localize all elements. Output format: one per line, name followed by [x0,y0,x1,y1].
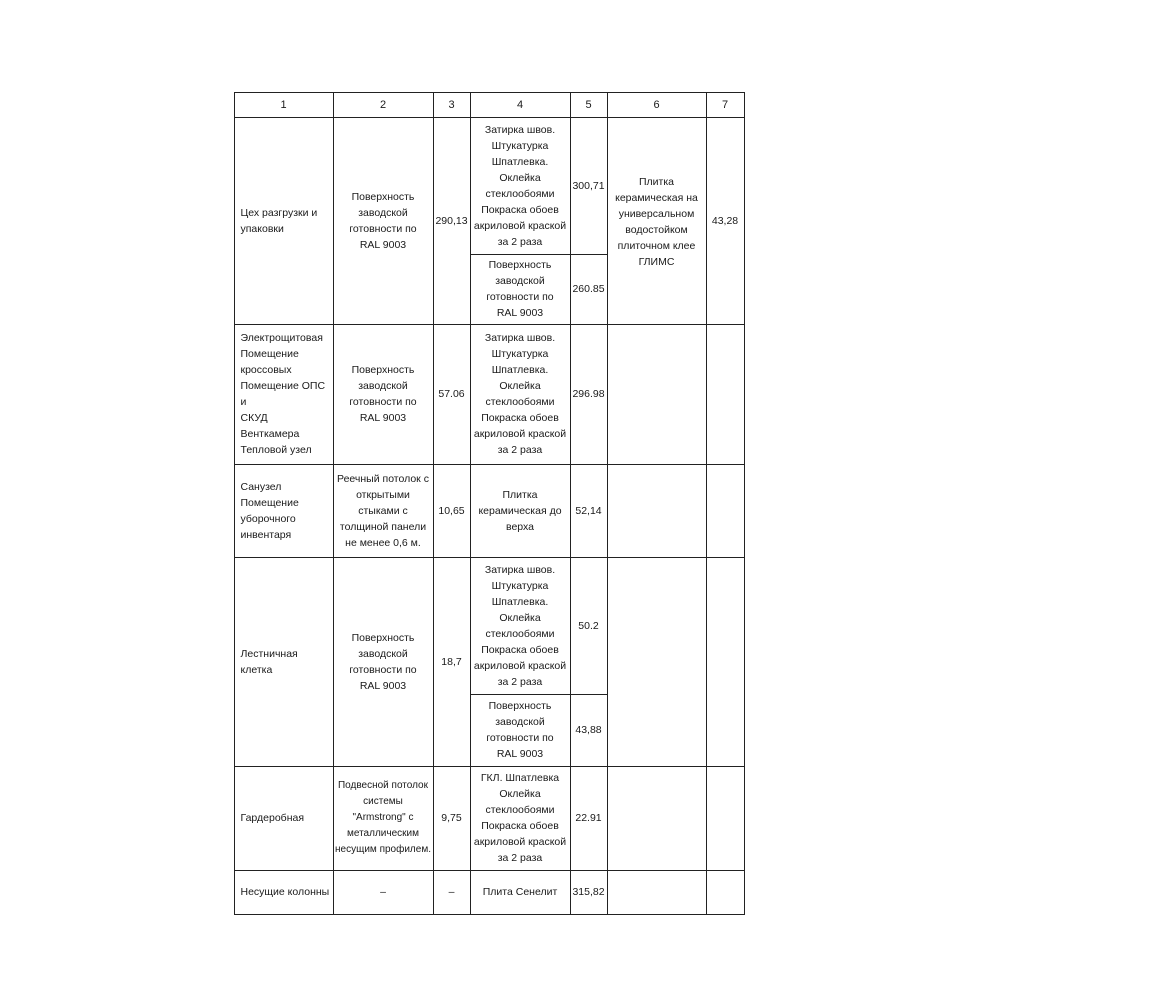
floor-finish-cell [606,463,707,558]
floor-finish-cell [606,869,707,915]
ceiling-area-cell: 57.06 [432,323,471,465]
room-name-cell: Лестничная клетка [233,556,334,767]
wall-area-cell: 50.2 [569,556,608,695]
floor-area-cell [705,556,745,767]
ceiling-finish-cell: Поверхность заводской готовности по RAL … [332,556,434,767]
room-name-cell: Электрощитовая Помещение кроссовых Помещ… [233,323,334,465]
wall-finish-cell: Плитка керамическая до верха [469,463,571,558]
room-name-cell: Цех разгрузки и упаковки [233,116,334,325]
header-col-3: 3 [432,91,471,118]
floor-finish-cell: Плитка керамическая на универсальном вод… [606,116,707,325]
header-col-5: 5 [569,91,608,118]
ceiling-area-cell: 18,7 [432,556,471,767]
wall-finish-cell: Поверхность заводской готовности по RAL … [469,693,571,767]
floor-area-cell [705,463,745,558]
floor-finish-cell [606,765,707,871]
wall-finish-cell: Плита Сенелит [469,869,571,915]
ceiling-finish-cell: Подвесной потолок системы "Armstrong" с … [332,765,434,871]
header-col-6: 6 [606,91,707,118]
ceiling-finish-cell: Поверхность заводской готовности по RAL … [332,116,434,325]
ceiling-area-cell: 290,13 [432,116,471,325]
ceiling-finish-cell: – [332,869,434,915]
wall-area-cell: 315,82 [569,869,608,915]
floor-area-cell [705,765,745,871]
header-col-4: 4 [469,91,571,118]
wall-area-cell: 260.85 [569,253,608,325]
ceiling-finish-cell: Поверхность заводской готовности по RAL … [332,323,434,465]
wall-area-cell: 43,88 [569,693,608,767]
floor-finish-cell [606,323,707,465]
wall-finish-cell: Затирка швов. Штукатурка Шпатлевка. Окле… [469,323,571,465]
floor-finish-cell [606,556,707,767]
floor-area-cell [705,869,745,915]
floor-area-cell [705,323,745,465]
header-col-2: 2 [332,91,434,118]
wall-finish-cell: Затирка швов. Штукатурка Шпатлевка. Окле… [469,116,571,255]
ceiling-area-cell: 10,65 [432,463,471,558]
header-col-1: 1 [233,91,334,118]
room-name-cell: Санузел Помещение уборочного инвентаря [233,463,334,558]
ceiling-area-cell: – [432,869,471,915]
wall-area-cell: 296.98 [569,323,608,465]
wall-area-cell: 22.91 [569,765,608,871]
ceiling-finish-cell: Реечный потолок с открытыми стыками с то… [332,463,434,558]
wall-finish-cell: ГКЛ. Шпатлевка Оклейка стеклообоями Покр… [469,765,571,871]
ceiling-area-cell: 9,75 [432,765,471,871]
wall-area-cell: 52,14 [569,463,608,558]
header-col-7: 7 [705,91,745,118]
wall-finish-cell: Затирка швов. Штукатурка Шпатлевка. Окле… [469,556,571,695]
floor-area-cell: 43,28 [705,116,745,325]
wall-finish-cell: Поверхность заводской готовности по RAL … [469,253,571,325]
room-name-cell: Гардеробная [233,765,334,871]
wall-area-cell: 300,71 [569,116,608,255]
room-name-cell: Несущие колонны [233,869,334,915]
